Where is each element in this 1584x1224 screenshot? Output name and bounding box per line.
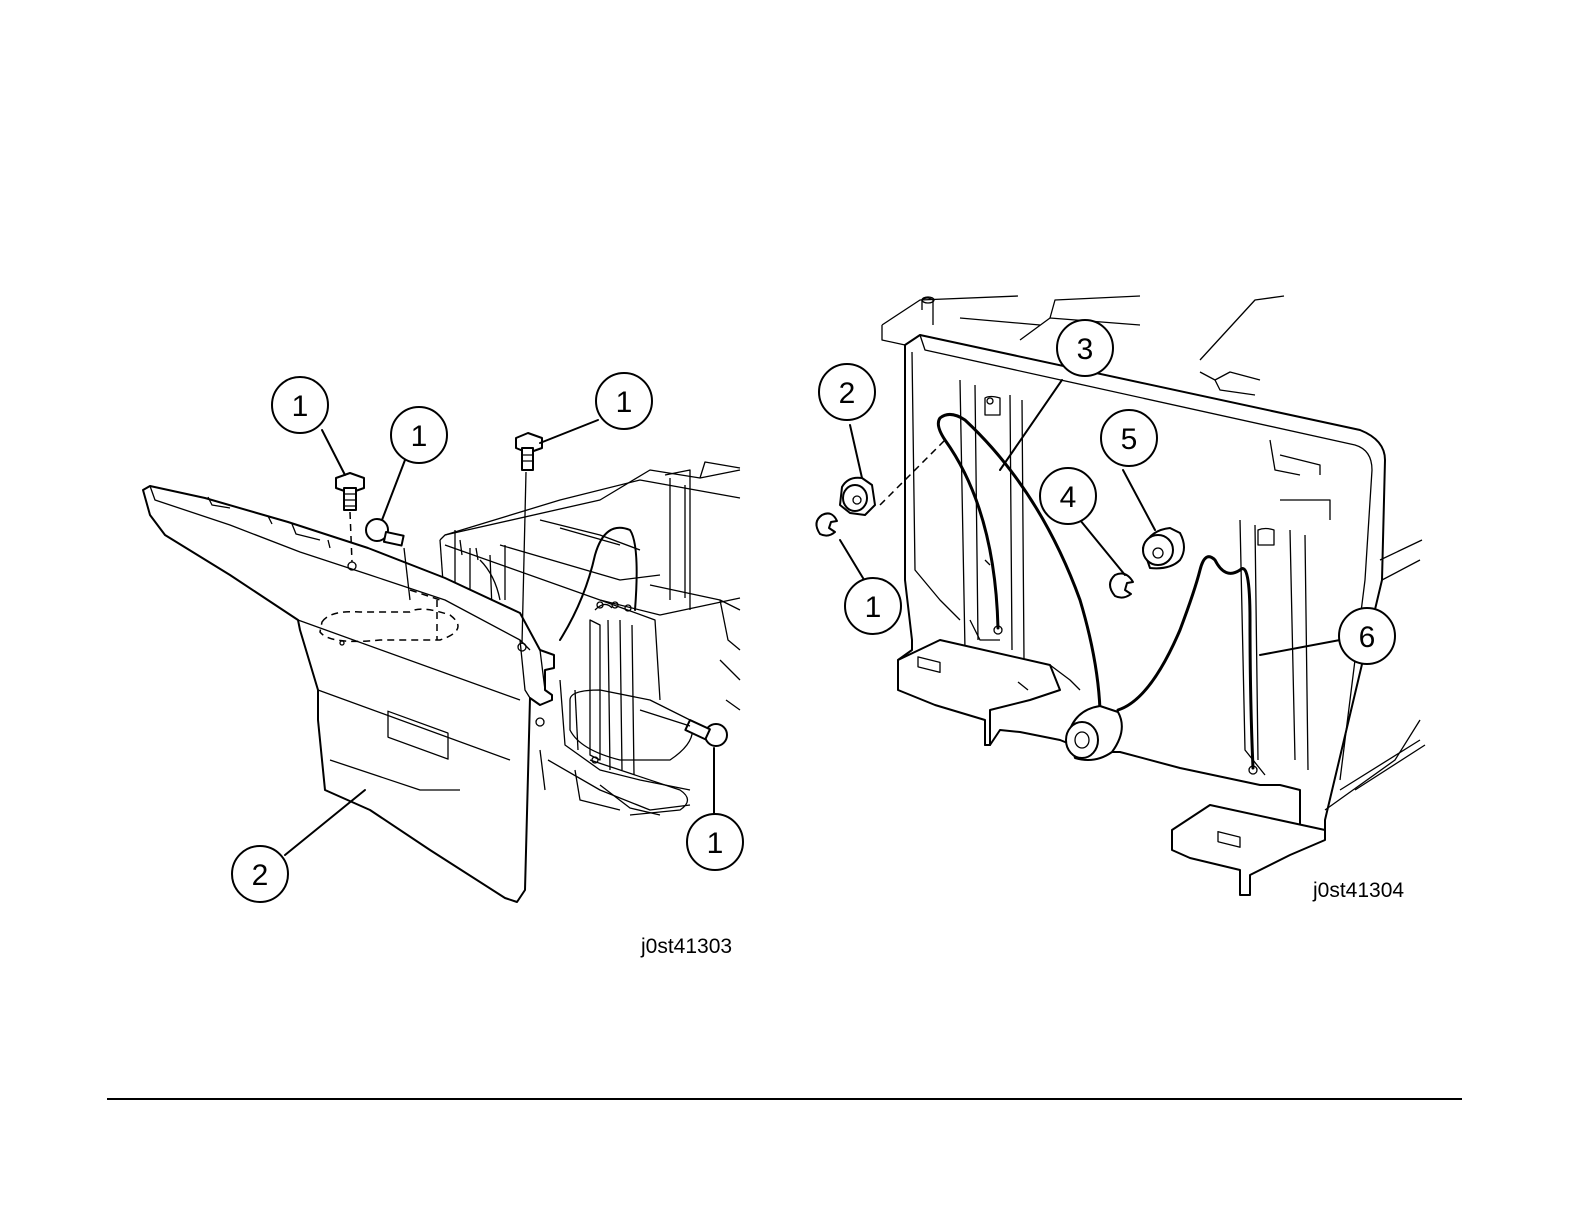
svg-text:2: 2: [839, 377, 856, 410]
e-ring-left: [816, 513, 837, 535]
callout-5-pulley: 5: [1101, 410, 1157, 466]
callout-4-e-ring: 4: [1040, 468, 1096, 524]
svg-text:1: 1: [411, 420, 428, 453]
svg-text:5: 5: [1121, 423, 1138, 456]
svg-text:3: 3: [1077, 333, 1094, 366]
callout-1-side: 1: [391, 407, 447, 463]
cover-panel: [143, 486, 554, 902]
figure-id-left: j0st41303: [640, 935, 732, 958]
svg-text:1: 1: [865, 591, 882, 624]
frame-housing: [882, 296, 1425, 895]
callout-1-bottom-right: 1: [687, 814, 743, 870]
svg-text:6: 6: [1359, 621, 1376, 654]
callout-3-wire: 3: [1057, 320, 1113, 376]
callout-1-top-left: 1: [272, 377, 328, 433]
figure-left: 1 1 1 1 2 j0st41303: [143, 373, 743, 958]
figure-id-right: j0st41304: [1312, 879, 1404, 902]
callout-1-top-mid: 1: [596, 373, 652, 429]
svg-text:2: 2: [252, 859, 269, 892]
callout-2-cover: 2: [232, 846, 288, 902]
callout-1-e-ring: 1: [845, 578, 901, 634]
bushing: [840, 478, 875, 515]
screw-bottom-right: [640, 710, 727, 746]
figure-right: 1 2 3 4 5 6 j0st41304: [816, 296, 1425, 902]
svg-text:1: 1: [707, 827, 724, 860]
svg-text:1: 1: [616, 386, 633, 419]
svg-text:1: 1: [292, 390, 309, 423]
svg-text:4: 4: [1060, 481, 1077, 514]
callout-2-bushing: 2: [819, 364, 875, 420]
callout-6-wire: 6: [1339, 608, 1395, 664]
